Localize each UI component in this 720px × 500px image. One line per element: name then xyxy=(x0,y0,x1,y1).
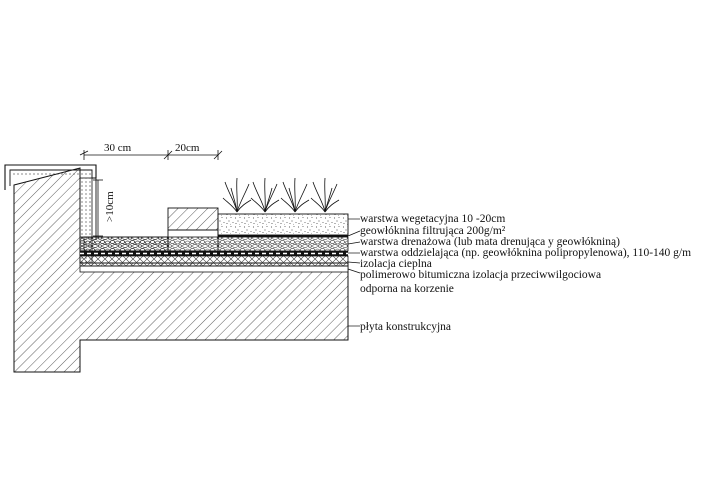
label-insulation: izolacja cieplna xyxy=(360,258,432,270)
plant-1 xyxy=(222,177,252,213)
label-slab: płyta konstrukcyjna xyxy=(360,321,451,333)
label-waterproofing-2: odporna na korzenie xyxy=(360,283,454,295)
plants xyxy=(222,177,340,213)
label-vegetation: warstwa wegetacyjna 10 -20cm xyxy=(360,213,505,225)
dimension-30cm: 30 cm xyxy=(104,142,132,154)
label-separating: warstwa oddzielająca (np. geowłóknina po… xyxy=(360,247,691,259)
label-waterproofing-1: polimerowo bitumiczna izolacja przeciwwi… xyxy=(360,269,601,281)
vegetation-substrate xyxy=(217,213,349,236)
gravel-strip xyxy=(83,236,169,252)
dimension-20cm: 20cm xyxy=(175,142,200,154)
dimension-lines xyxy=(79,150,223,237)
leader-lines xyxy=(347,218,361,327)
dimension-10cm: >10cm xyxy=(104,191,116,222)
label-drainage: warstwa drenażowa (lub mata drenująca y … xyxy=(360,236,620,248)
thermal-insulation-layer xyxy=(79,255,349,267)
plant-3 xyxy=(280,177,310,213)
plant-4 xyxy=(310,177,340,213)
label-filter: geowłóknina filtrująca 200g/m² xyxy=(360,225,506,237)
plant-2 xyxy=(250,177,280,213)
filter-geotextile xyxy=(218,235,348,237)
border-kerb xyxy=(167,207,219,252)
separating-layer xyxy=(80,251,348,256)
